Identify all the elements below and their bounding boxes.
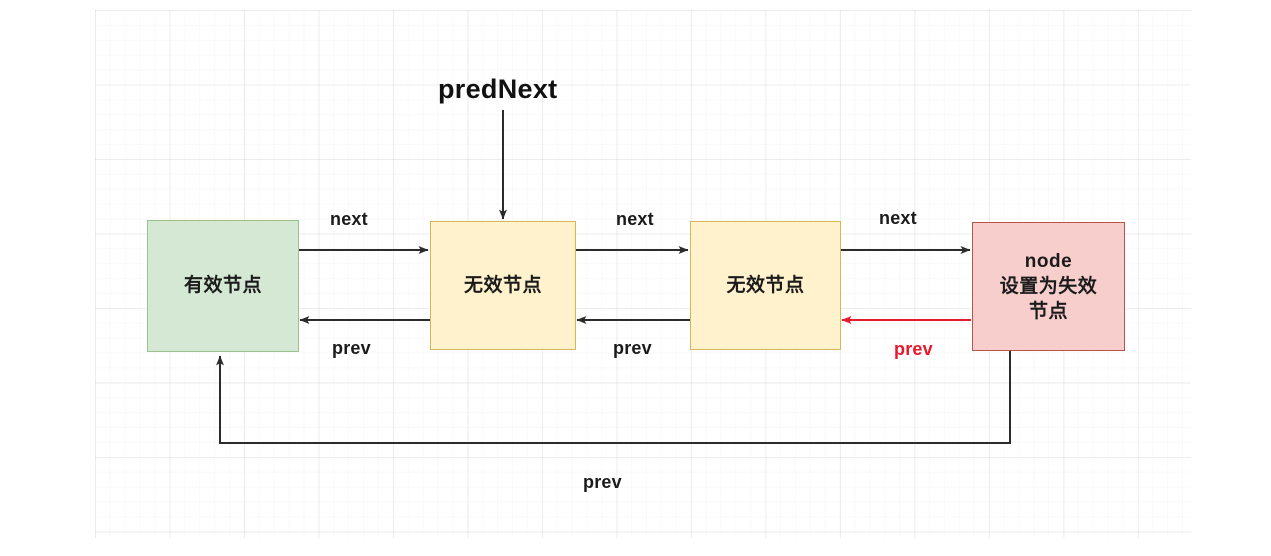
node-valid-node[interactable]: 有效节点 [147,220,299,352]
edge-label-next-1: next [330,209,368,229]
node-invalid-2[interactable]: 无效节点 [690,221,841,350]
node-target-label-block: node 设置为失效 节点 [1000,249,1098,324]
arrow-prev-bottom [216,351,1011,444]
edge-label-prev-2: prev [613,338,652,358]
node-valid-label: 有效节点 [183,275,262,297]
node-invalid-2-label: 无效节点 [726,274,805,296]
edge-label-prev-1: prev [332,338,371,358]
node-invalid-1[interactable]: 无效节点 [430,221,576,350]
prednext-label: predNext [438,74,558,104]
edge-label-prev-3-red: prev [894,339,933,359]
edge-label-prev-bottom: prev [583,472,622,492]
edge-label-next-3: next [879,208,917,228]
node-target-line-3: 节点 [1028,301,1068,323]
node-target-line-1: node [1024,250,1073,272]
node-invalid-1-label: 无效节点 [463,274,542,296]
node-target-line-2: 设置为失效 [999,275,1098,297]
node-target-node[interactable]: node 设置为失效 节点 [972,222,1125,351]
edge-label-next-2: next [616,209,654,229]
